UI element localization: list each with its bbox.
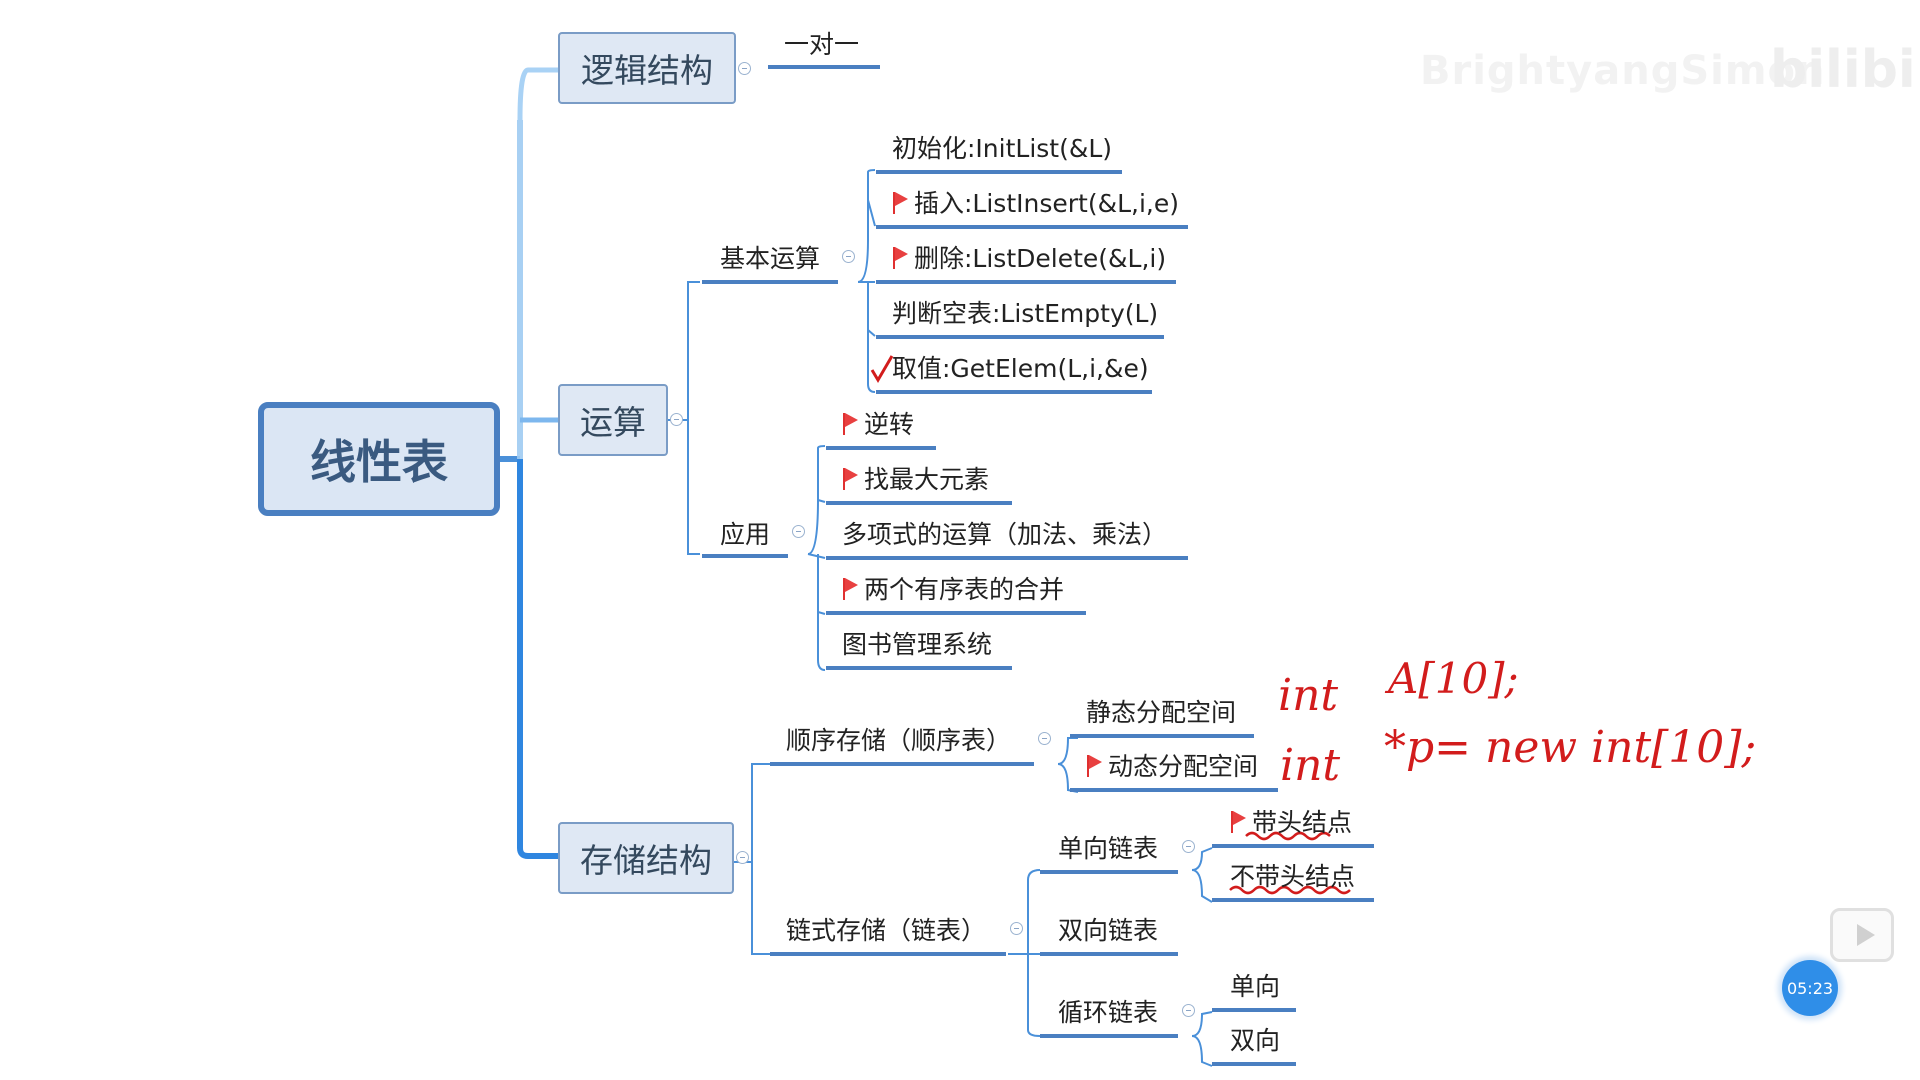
node-applications[interactable]: 应用 [720, 520, 771, 549]
list-item[interactable]: 逆转 [842, 410, 914, 440]
item-label: 删除:ListDelete(&L,i) [914, 244, 1167, 273]
list-item[interactable]: 删除:ListDelete(&L,i) [892, 244, 1166, 274]
underline [1212, 1062, 1296, 1066]
underline [826, 666, 1012, 670]
list-item[interactable]: 双向 [1230, 1026, 1280, 1056]
branch-operations[interactable]: 运算 [558, 384, 668, 456]
item-label: 插入:ListInsert(&L,i,e) [914, 189, 1179, 218]
logic-child-label[interactable]: 一对一 [784, 30, 860, 59]
flag-icon [842, 411, 858, 437]
branch-storage-structure[interactable]: 存储结构 [558, 822, 734, 894]
flag-icon [842, 466, 858, 492]
underline [702, 280, 838, 284]
list-item[interactable]: 图书管理系统 [842, 630, 992, 660]
item-label: 带头结点 [1252, 808, 1353, 837]
play-icon[interactable] [1830, 908, 1894, 962]
flag-icon [892, 190, 908, 216]
underline [1212, 844, 1374, 848]
bilibili-logo: bilibili [1770, 40, 1920, 100]
flag-icon [1230, 809, 1246, 835]
list-item[interactable]: 不带头结点 [1230, 862, 1355, 892]
list-item[interactable]: 插入:ListInsert(&L,i,e) [892, 189, 1179, 219]
item-label: 判断空表:ListEmpty(L) [892, 299, 1159, 328]
underline [876, 170, 1122, 174]
collapse-toggle-icon[interactable] [1182, 1004, 1195, 1017]
item-label: 两个有序表的合并 [864, 575, 1065, 604]
underline [876, 280, 1176, 284]
collapse-toggle-icon[interactable] [1038, 732, 1051, 745]
collapse-toggle-icon[interactable] [1010, 922, 1023, 935]
underline [826, 501, 1012, 505]
flag-icon [1086, 753, 1102, 779]
underline [1040, 870, 1178, 874]
node-doubly-linked-list[interactable]: 双向链表 [1058, 916, 1159, 945]
collapse-toggle-icon[interactable] [792, 525, 805, 538]
branch-logic-structure[interactable]: 逻辑结构 [558, 32, 736, 104]
underline [1070, 734, 1254, 738]
underline [1040, 1034, 1178, 1038]
underline [1212, 1008, 1296, 1012]
list-item[interactable]: 初始化:InitList(&L) [892, 134, 1112, 164]
underline [826, 556, 1188, 560]
underline [702, 554, 788, 558]
list-item[interactable]: 找最大元素 [842, 465, 989, 495]
underline [876, 390, 1152, 394]
handwritten-int-2: int [1280, 740, 1341, 791]
collapse-toggle-icon[interactable] [738, 62, 751, 75]
underline [1040, 952, 1178, 956]
underline [826, 446, 936, 450]
item-label: 多项式的运算（加法、乘法） [842, 520, 1168, 549]
flag-icon [842, 576, 858, 602]
underline [826, 611, 1086, 615]
watermark-text: BrightyangSimon [1420, 48, 1826, 94]
timer-badge[interactable]: 05:23 [1782, 960, 1838, 1016]
item-label: 单向 [1230, 972, 1281, 1001]
item-label: 动态分配空间 [1108, 752, 1259, 781]
item-label: 逆转 [864, 410, 915, 439]
collapse-toggle-icon[interactable] [842, 250, 855, 263]
list-item[interactable]: 静态分配空间 [1086, 698, 1236, 728]
collapse-toggle-icon[interactable] [736, 851, 749, 864]
underline [1212, 898, 1374, 902]
collapse-toggle-icon[interactable] [1182, 840, 1195, 853]
underline [770, 952, 1006, 956]
handwritten-array-decl: A[10]; [1388, 654, 1519, 703]
node-basic-operations[interactable]: 基本运算 [720, 244, 821, 273]
underline [876, 225, 1188, 229]
node-circular-linked-list[interactable]: 循环链表 [1058, 998, 1159, 1027]
item-label: 静态分配空间 [1086, 698, 1237, 727]
item-label: 双向 [1230, 1026, 1281, 1055]
underline [1070, 788, 1278, 792]
handwritten-int-1: int [1278, 670, 1339, 721]
node-singly-linked-list[interactable]: 单向链表 [1058, 834, 1159, 863]
underline [876, 335, 1164, 339]
handwritten-pointer-decl: *p= new int[10]; [1384, 722, 1757, 773]
list-item[interactable]: 取值:GetElem(L,i,&e) [892, 354, 1149, 384]
node-linked-storage[interactable]: 链式存储（链表） [786, 916, 987, 945]
node-sequential-storage[interactable]: 顺序存储（顺序表） [786, 726, 1012, 755]
list-item[interactable]: 动态分配空间 [1086, 752, 1258, 782]
collapse-toggle-icon[interactable] [670, 413, 683, 426]
item-label: 找最大元素 [864, 465, 990, 494]
list-item[interactable]: 单向 [1230, 972, 1280, 1002]
list-item[interactable]: 多项式的运算（加法、乘法） [842, 520, 1167, 550]
underline [770, 762, 1034, 766]
root-node[interactable]: 线性表 [258, 402, 500, 516]
underline [768, 65, 880, 69]
item-label: 图书管理系统 [842, 630, 993, 659]
item-label: 取值:GetElem(L,i,&e) [892, 354, 1149, 383]
list-item[interactable]: 判断空表:ListEmpty(L) [892, 299, 1158, 329]
item-label: 初始化:InitList(&L) [892, 134, 1113, 163]
list-item[interactable]: 带头结点 [1230, 808, 1352, 838]
list-item[interactable]: 两个有序表的合并 [842, 575, 1064, 605]
item-label: 不带头结点 [1230, 862, 1356, 891]
flag-icon [892, 245, 908, 271]
